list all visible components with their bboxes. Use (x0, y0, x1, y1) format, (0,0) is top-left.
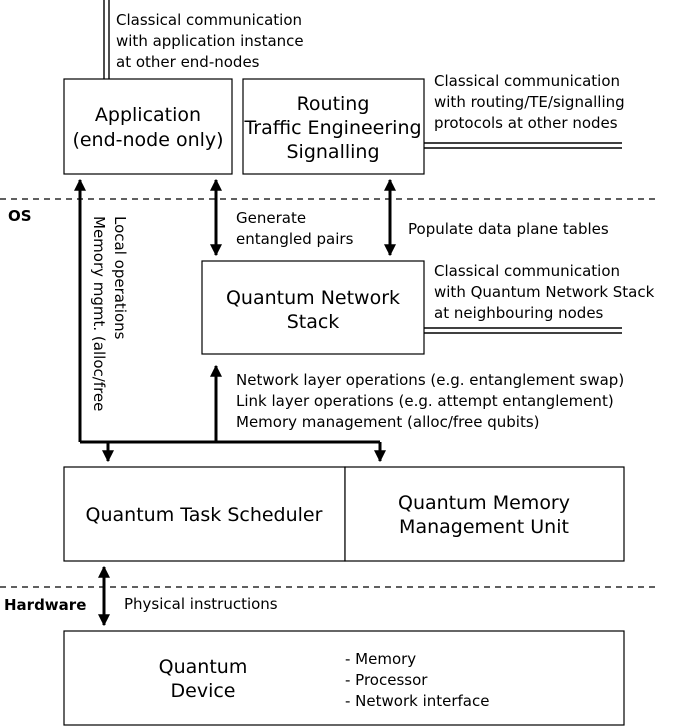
qmmu-line-1: Quantum Memory (398, 492, 570, 514)
routing-classical-channel (424, 142, 622, 149)
qns-line-2: Stack (287, 311, 340, 333)
routing-line-1: Routing (297, 93, 370, 115)
device-item-network-interface: - Network interface (345, 692, 489, 710)
quantum-network-stack-box (201, 260, 425, 355)
qmmu-line-2: Management Unit (399, 516, 569, 538)
local-ops-note-1: Local operations (111, 216, 129, 340)
ops-note-3: Memory management (alloc/free qubits) (236, 413, 540, 431)
device-line-2: Device (171, 680, 236, 702)
qns-classical-note-3: at neighbouring nodes (434, 304, 604, 322)
routing-line-2: Traffic Engineering (243, 117, 421, 139)
device-line-1: Quantum (159, 656, 248, 678)
ops-note-2: Link layer operations (e.g. attempt enta… (236, 392, 614, 410)
ops-note-1: Network layer operations (e.g. entanglem… (236, 371, 624, 389)
application-subtitle: (end-node only) (72, 129, 223, 151)
populate-note: Populate data plane tables (408, 220, 609, 238)
routing-box (242, 78, 425, 175)
quantum-task-scheduler-box (63, 466, 346, 562)
device-item-processor: - Processor (345, 671, 428, 689)
routing-classical-note-2: with routing/TE/signalling (434, 93, 625, 111)
routing-classical-note-3: protocols at other nodes (434, 114, 618, 132)
app-classical-note-1: Classical communication (116, 11, 302, 29)
qns-line-1: Quantum Network (226, 287, 400, 309)
scheduler-label: Quantum Task Scheduler (86, 504, 323, 526)
app-classical-note-3: at other end-nodes (116, 53, 260, 71)
device-item-memory: - Memory (345, 650, 416, 668)
os-layer-label: OS (8, 207, 32, 225)
application-title: Application (95, 104, 201, 126)
control-bus (74, 178, 386, 463)
routing-line-3: Signalling (286, 141, 379, 163)
app-classical-note-2: with application instance (116, 32, 304, 50)
quantum-device-box (63, 630, 625, 726)
entangled-note-1: Generate (236, 209, 306, 227)
qns-classical-note-1: Classical communication (434, 262, 620, 280)
app-classical-channel (103, 0, 110, 79)
quantum-memory-management-unit-box (344, 466, 625, 562)
physical-note: Physical instructions (124, 595, 278, 613)
qns-classical-channel (424, 327, 622, 334)
application-box (63, 78, 233, 175)
entangled-note-2: entangled pairs (236, 230, 354, 248)
local-ops-note-2: Memory mgmt. (alloc/free (90, 216, 108, 411)
hardware-layer-label: Hardware (4, 596, 86, 614)
routing-classical-note-1: Classical communication (434, 72, 620, 90)
qns-classical-note-2: with Quantum Network Stack (434, 283, 655, 301)
